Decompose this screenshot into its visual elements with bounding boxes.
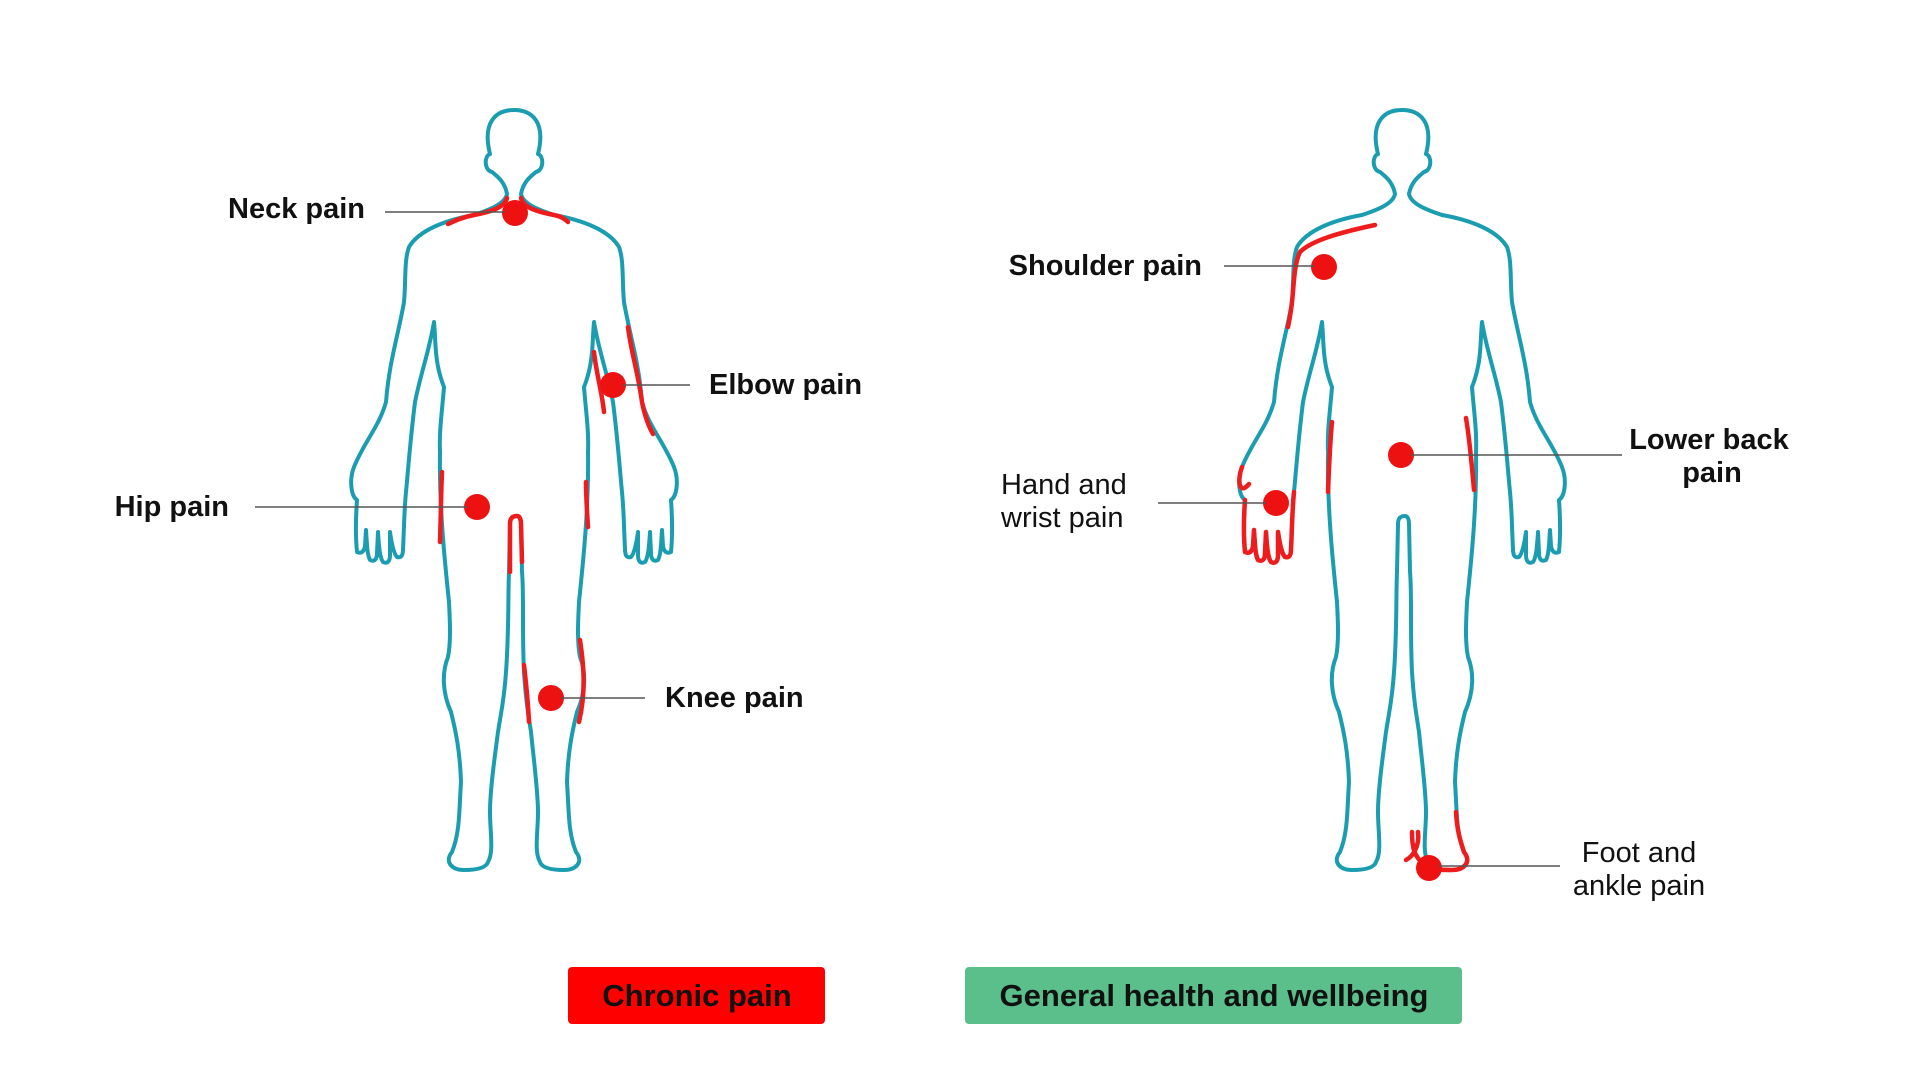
foot-ankle-label-line2: ankle pain bbox=[1573, 870, 1705, 902]
lower-back-label-line1: Lower back bbox=[1629, 424, 1789, 456]
right-body-outline bbox=[1237, 108, 1567, 872]
left-elbow-highlight-outer bbox=[625, 324, 656, 437]
knee-pain-dot bbox=[538, 685, 564, 711]
neck-pain-label: Neck pain bbox=[228, 193, 365, 225]
legend-general-label: General health and wellbeing bbox=[1000, 978, 1429, 1013]
left-neck-highlight bbox=[445, 195, 510, 227]
hand-wrist-pain-dot bbox=[1263, 490, 1289, 516]
legend-general-health: General health and wellbeing bbox=[965, 967, 1462, 1024]
hand-wrist-label-line2: wrist pain bbox=[1000, 502, 1124, 534]
left-crotch-highlight bbox=[507, 513, 525, 575]
legend-general-swatch bbox=[965, 967, 1462, 1024]
left-figure bbox=[349, 108, 679, 872]
legend-chronic-swatch bbox=[568, 967, 825, 1024]
left-hip-highlight bbox=[437, 469, 445, 545]
left-hip-highlight-right bbox=[583, 479, 591, 530]
foot-ankle-pain-dot bbox=[1416, 855, 1442, 881]
knee-pain-label: Knee pain bbox=[665, 682, 804, 714]
right-forearm-highlight bbox=[1325, 419, 1335, 495]
neck-pain-dot bbox=[502, 200, 528, 226]
left-neck-highlight-right bbox=[518, 195, 571, 225]
legend-chronic-label: Chronic pain bbox=[602, 978, 791, 1013]
right-foot-highlight bbox=[1403, 809, 1470, 873]
right-lower-back-highlight bbox=[1463, 415, 1477, 493]
right-shoulder-highlight bbox=[1285, 222, 1378, 330]
shoulder-pain-label: Shoulder pain bbox=[1009, 250, 1202, 282]
hip-pain-label: Hip pain bbox=[115, 491, 229, 523]
foot-ankle-label-line1: Foot and bbox=[1582, 837, 1696, 869]
right-hand-highlight bbox=[1237, 464, 1297, 565]
left-knee-highlight bbox=[521, 662, 532, 725]
hand-wrist-label-line1: Hand and bbox=[1001, 469, 1127, 501]
right-figure bbox=[1237, 108, 1567, 873]
left-elbow-highlight-inner bbox=[591, 349, 607, 415]
left-knee-highlight-outer bbox=[576, 637, 586, 725]
elbow-pain-label: Elbow pain bbox=[709, 369, 862, 401]
lower-back-label-line2: pain bbox=[1682, 457, 1742, 489]
hip-pain-dot bbox=[464, 494, 490, 520]
lower-back-pain-dot bbox=[1388, 442, 1414, 468]
legend-chronic-pain: Chronic pain bbox=[568, 967, 825, 1024]
shoulder-pain-dot bbox=[1311, 254, 1337, 280]
elbow-pain-dot bbox=[600, 372, 626, 398]
